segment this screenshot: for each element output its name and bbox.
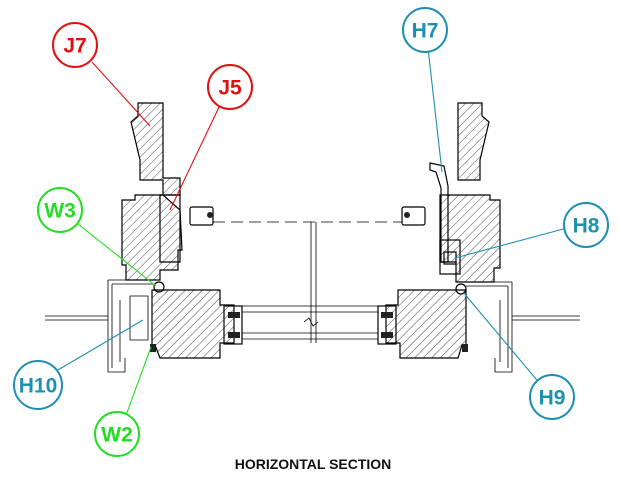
callout-label: H8 <box>573 215 600 238</box>
left-sash <box>45 279 243 373</box>
callout-h7: H7 <box>402 7 448 53</box>
left-hinge-pin <box>153 281 165 293</box>
callout-h8: H8 <box>563 202 609 248</box>
left-top-clip-seal <box>207 212 213 218</box>
callout-circle <box>37 187 83 233</box>
callout-circle <box>207 64 253 110</box>
left-outer-frame <box>107 279 158 373</box>
left-jamb-block <box>121 194 183 281</box>
callout-circle <box>94 411 140 457</box>
leader-w2 <box>124 346 152 419</box>
left-stop-strip <box>159 194 181 263</box>
left-glazing-seal-bottom <box>228 332 240 338</box>
right-sash-profile <box>385 289 467 359</box>
callout-w2: W2 <box>94 411 140 457</box>
left-top-clip <box>189 206 214 226</box>
left-glazing-gasket <box>223 305 243 345</box>
callout-circle <box>13 360 63 410</box>
callout-label: W3 <box>44 200 76 223</box>
right-handle <box>429 162 449 263</box>
callout-label: J5 <box>218 77 242 100</box>
callout-circle <box>529 374 575 420</box>
callout-circle <box>402 7 448 53</box>
callout-circle <box>52 22 98 68</box>
right-weatherstrip <box>462 344 468 352</box>
right-glazing-seal-bottom <box>381 332 393 338</box>
drawing-caption: HORIZONTAL SECTION <box>235 456 392 472</box>
right-hinge-pin <box>455 283 467 295</box>
left-jamb-upper <box>130 102 181 196</box>
callout-h9: H9 <box>529 374 575 420</box>
glazing <box>213 221 402 343</box>
callout-j5: J5 <box>207 64 253 110</box>
right-glazing-seal-top <box>381 312 393 318</box>
left-sash-profile <box>151 289 235 359</box>
right-sash <box>377 281 580 373</box>
leader-lines <box>57 47 568 419</box>
leader-h7 <box>427 47 443 173</box>
right-glazing-gasket <box>377 305 397 345</box>
callout-h10: H10 <box>13 360 63 410</box>
left-glazing-seal-top <box>228 312 240 318</box>
right-jamb <box>401 102 501 283</box>
right-jamb-upper <box>457 102 490 181</box>
right-top-clip <box>401 206 426 226</box>
callout-label: H7 <box>412 20 439 43</box>
left-weatherstrip-w2 <box>150 344 156 352</box>
right-outer-frame <box>462 281 513 373</box>
callout-w3: W3 <box>37 187 83 233</box>
leader-h9 <box>462 291 542 386</box>
leader-j5 <box>169 104 221 211</box>
callout-label: J7 <box>63 35 86 58</box>
leader-h8 <box>454 227 568 259</box>
callout-circle <box>563 202 609 248</box>
leader-j7 <box>91 61 151 127</box>
center-break-mark <box>303 317 319 327</box>
callout-label: H9 <box>539 387 566 410</box>
right-top-clip-seal <box>404 212 410 218</box>
callout-label: H10 <box>19 375 58 398</box>
leader-h10 <box>57 319 144 371</box>
callout-j7: J7 <box>52 22 98 68</box>
right-jamb-block <box>439 194 501 283</box>
callout-label: W2 <box>101 424 133 447</box>
leader-w3 <box>77 223 157 287</box>
left-jamb <box>121 102 214 281</box>
